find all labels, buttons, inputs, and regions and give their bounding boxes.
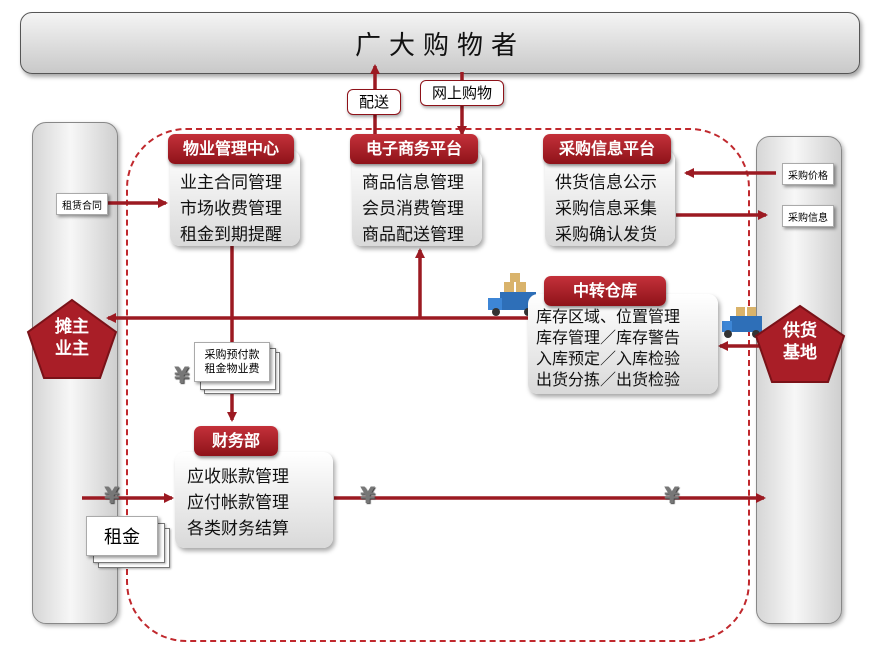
supply-base-label: 供货 基地 <box>772 320 828 364</box>
yen-icon: ¥ <box>174 364 190 389</box>
finance-header: 财务部 <box>194 426 278 456</box>
warehouse-item: 库存管理／库存警告 <box>536 328 681 347</box>
yen-icon: ¥ <box>104 484 120 509</box>
warehouse-box: 库存区域、位置管理 库存管理／库存警告 入库预定／入库检验 出货分拣／出货检验 <box>528 294 718 394</box>
shoppers-banner: 广大购物者 <box>20 12 860 74</box>
warehouse-header: 中转仓库 <box>544 276 666 306</box>
ecommerce-item: 会员消费管理 <box>362 199 464 219</box>
finance-box: 应收账款管理 应付帐款管理 各类财务结算 <box>175 452 333 548</box>
ecommerce-item: 商品配送管理 <box>362 225 464 245</box>
finance-item: 应付帐款管理 <box>187 493 289 513</box>
rent-doc: 租金 <box>86 516 158 556</box>
prepay-line1: 采购预付款 <box>204 348 260 361</box>
delivery-tag: 配送 <box>347 89 401 115</box>
delivery-label: 配送 <box>358 93 389 111</box>
truck-icon <box>722 307 762 338</box>
procurement-header: 采购信息平台 <box>543 134 671 164</box>
yen-icon: ¥ <box>360 484 376 509</box>
rent-label: 租金 <box>104 527 140 548</box>
supply-base-line1: 供货 <box>783 321 817 341</box>
owners-line2: 业主 <box>55 339 89 359</box>
purchase-info-doc: 采购信息 <box>782 205 834 227</box>
procurement-box: 供货信息公示 采购信息采集 采购确认发货 <box>545 150 675 246</box>
supply-base-line2: 基地 <box>783 343 817 363</box>
yen-icon: ¥ <box>664 484 680 509</box>
purchase-price-doc: 采购价格 <box>782 163 834 185</box>
owners-line1: 摊主 <box>55 317 89 337</box>
property-item: 业主合同管理 <box>180 173 282 193</box>
owners-pentagon <box>26 298 118 379</box>
finance-item: 应收账款管理 <box>187 467 289 487</box>
warehouse-item: 入库预定／入库检验 <box>536 349 681 368</box>
procurement-item: 供货信息公示 <box>555 173 657 193</box>
supply-base-pentagon <box>754 304 846 383</box>
lease-contract-doc: 租赁合同 <box>56 193 108 215</box>
lease-contract-label: 租赁合同 <box>62 200 102 212</box>
warehouse-item: 出货分拣／出货检验 <box>536 370 681 389</box>
purchase-info-label: 采购信息 <box>788 212 828 224</box>
finance-item: 各类财务结算 <box>187 519 289 539</box>
property-center-header: 物业管理中心 <box>168 134 294 164</box>
prepay-doc: 采购预付款 租金物业费 <box>194 342 270 382</box>
owners-label: 摊主 业主 <box>44 316 100 360</box>
property-item: 租金到期提醒 <box>180 225 282 245</box>
banner-title: 广大购物者 <box>354 30 525 61</box>
prepay-line2: 租金物业费 <box>204 362 260 375</box>
platform-boundary <box>126 128 750 642</box>
ecommerce-box: 商品信息管理 会员消费管理 商品配送管理 <box>352 150 482 246</box>
online-shopping-label: 网上购物 <box>431 84 492 102</box>
ecommerce-header: 电子商务平台 <box>350 134 478 164</box>
online-shopping-tag: 网上购物 <box>420 80 504 106</box>
procurement-item: 采购信息采集 <box>555 199 657 219</box>
warehouse-item: 库存区域、位置管理 <box>536 307 681 326</box>
property-center-box: 业主合同管理 市场收费管理 租金到期提醒 <box>170 150 300 246</box>
property-item: 市场收费管理 <box>180 199 282 219</box>
ecommerce-item: 商品信息管理 <box>362 173 464 193</box>
purchase-price-label: 采购价格 <box>788 170 828 182</box>
procurement-item: 采购确认发货 <box>555 225 657 245</box>
